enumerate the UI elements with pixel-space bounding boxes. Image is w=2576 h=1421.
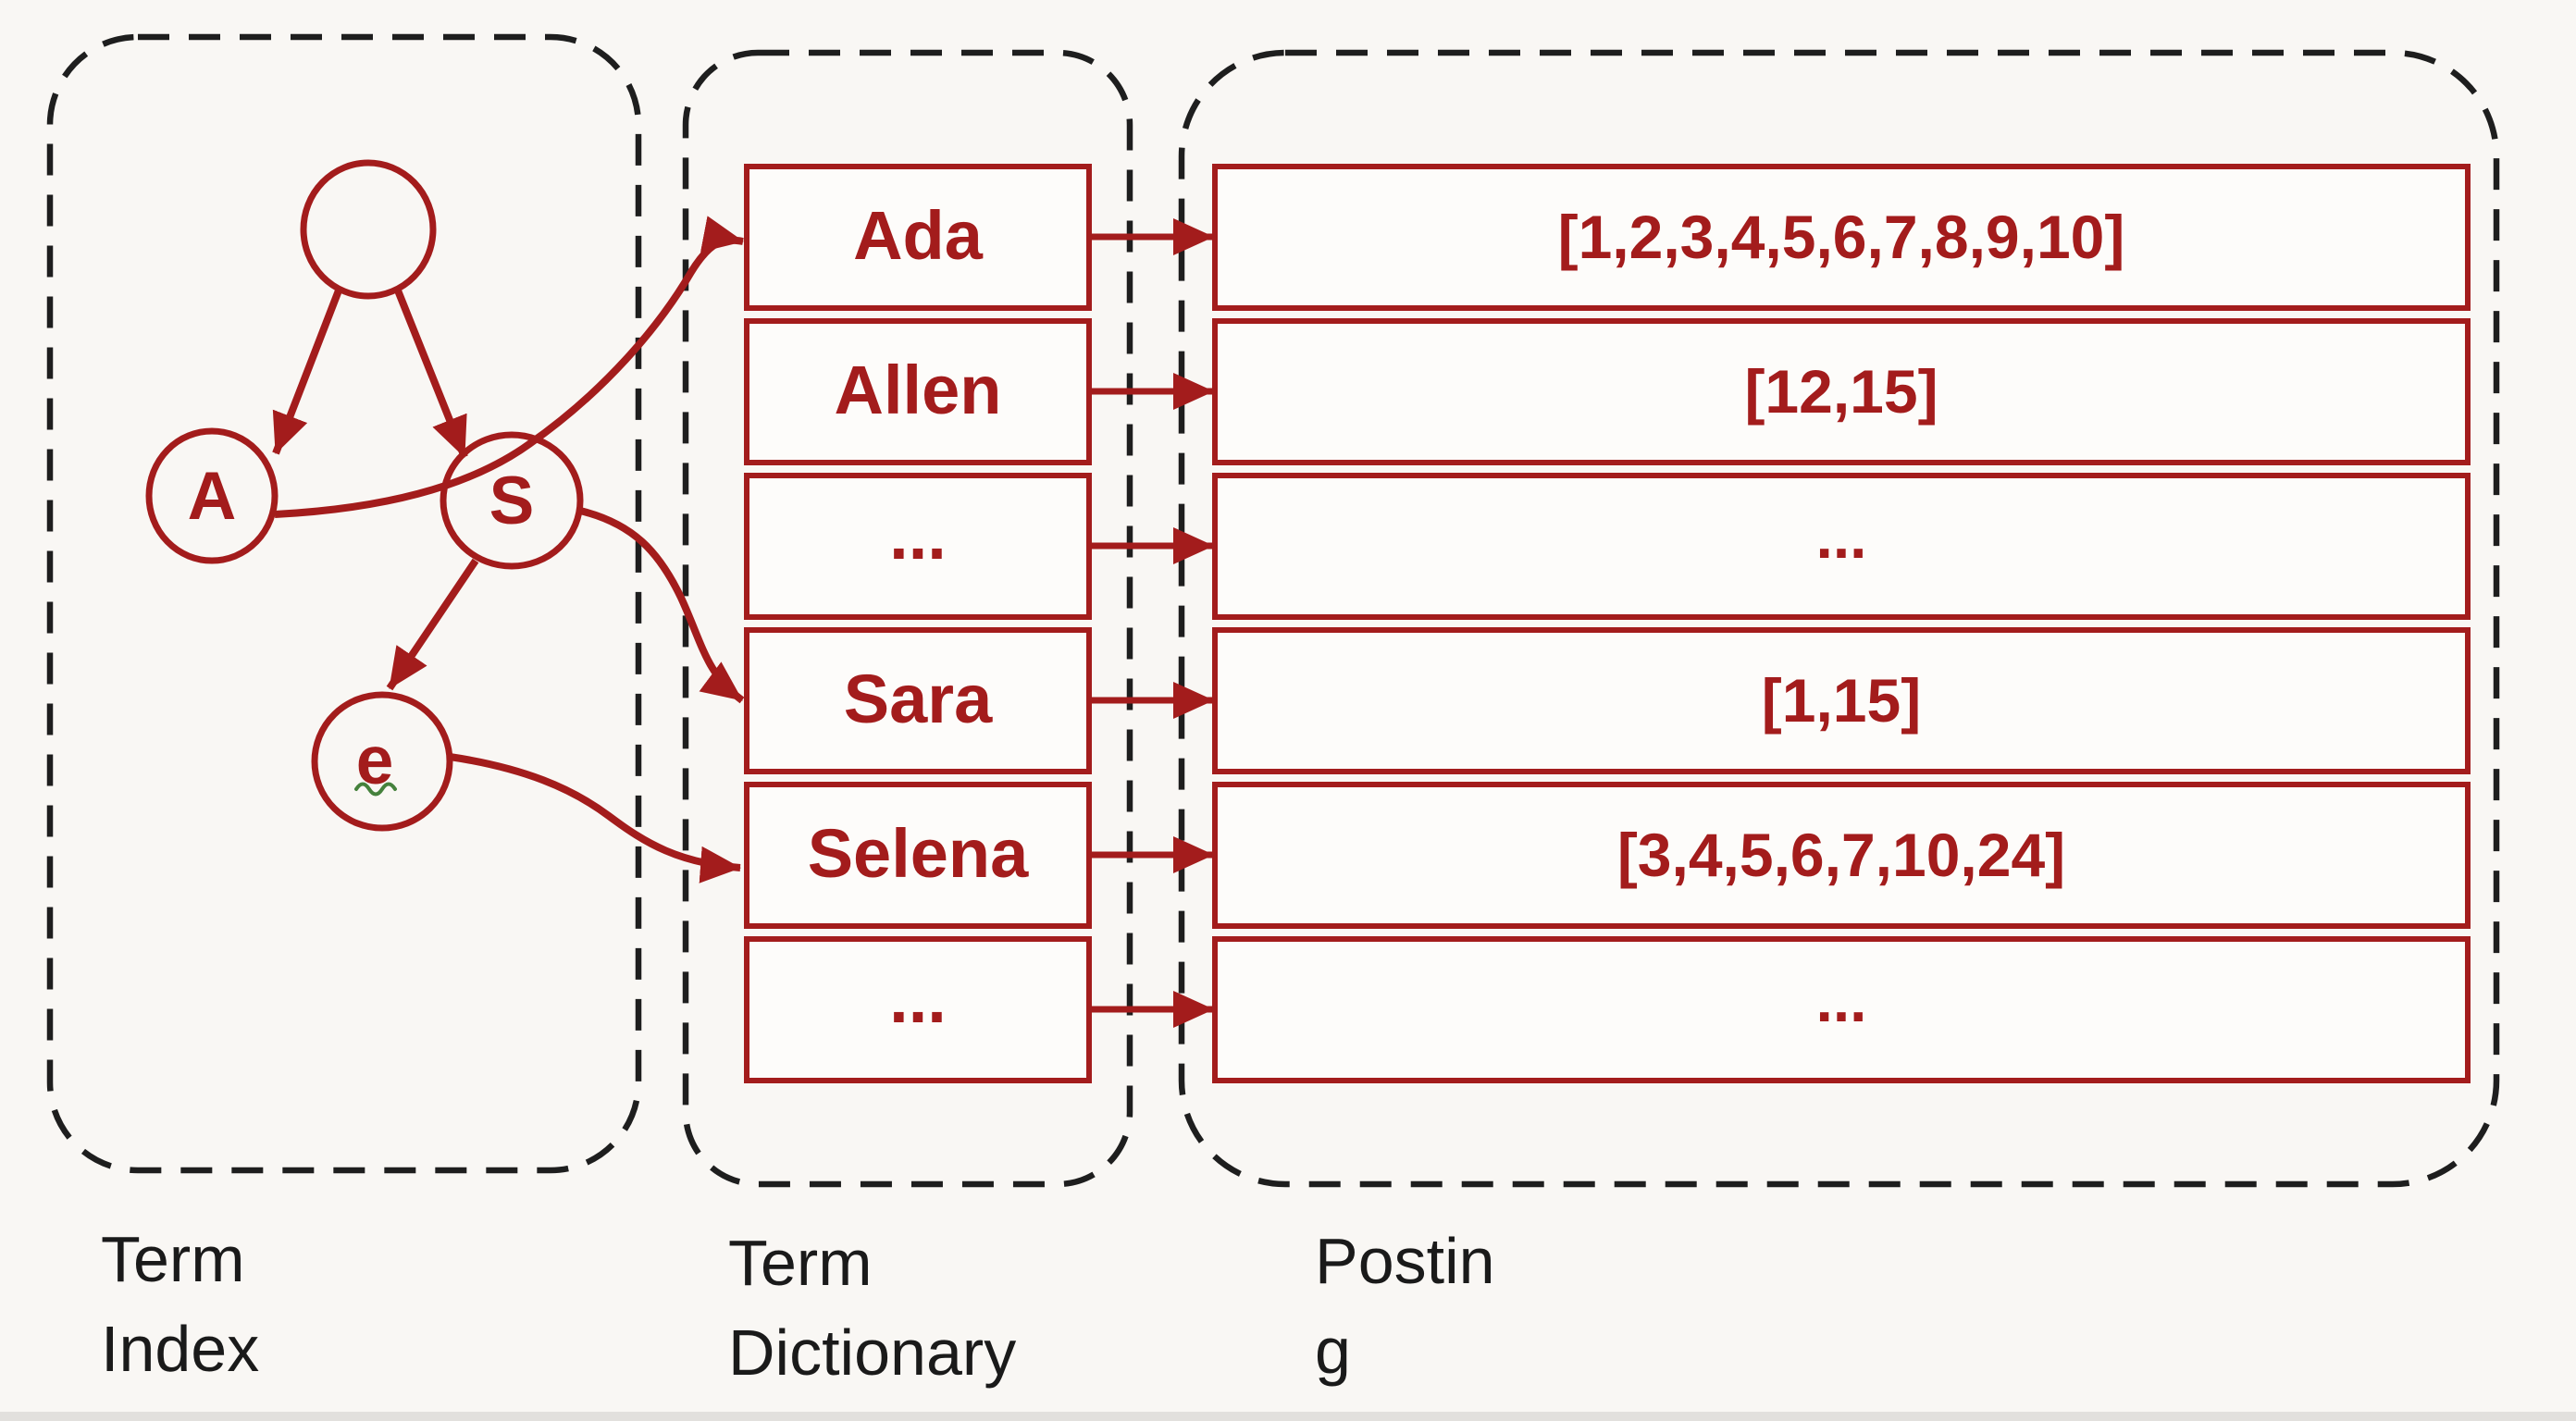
posting-box [1212, 782, 2471, 929]
spellcheck-squiggle-icon [354, 782, 397, 797]
node-s-label: S [489, 463, 535, 538]
term-label: Selena [808, 815, 1029, 892]
posting-label: [12,15] [1744, 357, 1938, 426]
posting-label-line2: g [1315, 1315, 1351, 1387]
term-dictionary-container [682, 49, 1133, 1188]
term-box [744, 318, 1092, 465]
posting-box [1212, 318, 2471, 465]
term-box [744, 782, 1092, 929]
edge-root-to-a [272, 289, 342, 455]
node-a-label: A [188, 459, 237, 534]
posting-label: [3,4,5,6,7,10,24] [1617, 821, 2065, 889]
posting-container [1178, 49, 2500, 1188]
term-label: Sara [844, 661, 993, 737]
term-label: ... [889, 960, 947, 1037]
term-dictionary-rows: Ada Allen ... Sara Selena ... [744, 164, 1092, 1083]
term-label: Ada [853, 197, 984, 274]
term-index-label-line2: Index [101, 1313, 259, 1385]
scan-edge-artifact [0, 1412, 2576, 1421]
posting-box [1212, 627, 2471, 774]
term-label: ... [889, 497, 947, 574]
posting-rows: [1,2,3,4,5,6,7,8,9,10] [12,15] ... [1,15… [1212, 164, 2471, 1083]
posting-box [1212, 473, 2471, 620]
section-labels: Term Index Term Dictionary Postin g [101, 1223, 1495, 1389]
root-node [300, 159, 437, 300]
term-to-posting-connectors [1091, 218, 1214, 1028]
posting-label: [1,15] [1762, 666, 1921, 735]
term-box [744, 164, 1092, 311]
term-box [744, 473, 1092, 620]
term-dictionary-label-line2: Dictionary [728, 1316, 1016, 1389]
curve-e-to-selena [449, 753, 741, 883]
term-box [744, 936, 1092, 1083]
posting-label: ... [1815, 502, 1866, 571]
posting-label: [1,2,3,4,5,6,7,8,9,10] [1558, 203, 2125, 271]
edge-root-to-s [394, 289, 468, 459]
term-label: Allen [835, 352, 1002, 428]
curve-s-to-sara [579, 507, 745, 704]
posting-box [1212, 936, 2471, 1083]
term-box [744, 627, 1092, 774]
posting-label: ... [1815, 966, 1866, 1034]
node-e-label: e [356, 723, 394, 798]
edge-s-to-e [386, 558, 479, 691]
curve-a-to-ada [274, 216, 744, 518]
term-index-container [46, 33, 642, 1174]
node-a [145, 427, 279, 564]
term-index-label-line1: Term [101, 1223, 245, 1295]
term-dictionary-label-line1: Term [728, 1227, 873, 1299]
node-s [440, 431, 584, 570]
posting-label-line1: Postin [1315, 1225, 1495, 1297]
node-e [311, 691, 453, 832]
posting-box [1212, 164, 2471, 311]
